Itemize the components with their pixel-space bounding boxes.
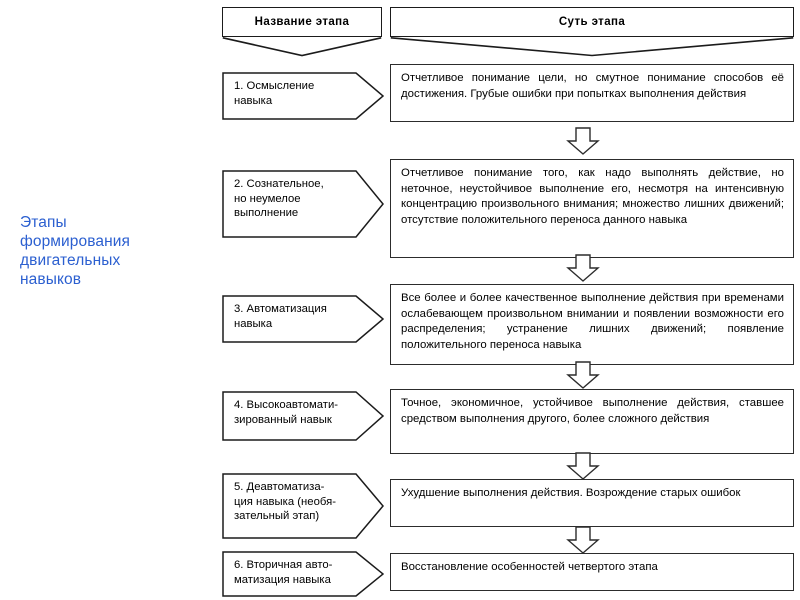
column-header-stage-name: Название этапа <box>222 7 382 37</box>
stage-name-4[interactable]: 4. Высокоавтомати- зированный навык <box>222 391 384 441</box>
column-header-stage-essence-label: Суть этапа <box>558 16 626 28</box>
header-chevron-down-icon-left <box>222 37 382 57</box>
arrow-down-icon-2 <box>566 254 600 282</box>
page-title: Этапы формирования двигательных навыков <box>20 214 131 288</box>
stage-essence-3: Все более и более качественное выполнени… <box>390 284 794 365</box>
stage-name-5[interactable]: 5. Деавтоматиза- ция навыка (необя- зате… <box>222 473 384 539</box>
arrow-down-icon-1 <box>566 127 600 155</box>
stage-name-6-label: 6. Вторичная авто- матизация навыка <box>234 559 333 586</box>
header-chevron-down-icon-right <box>390 37 794 57</box>
stage-essence-2: Отчетливое понимание того, как надо выпо… <box>390 159 794 258</box>
stage-essence-4: Точное, экономичное, устойчивое выполнен… <box>390 389 794 454</box>
stage-essence-1: Отчетливое понимание цели, но смутное по… <box>390 64 794 122</box>
stage-name-6[interactable]: 6. Вторичная авто- матизация навыка <box>222 551 384 597</box>
stage-name-3[interactable]: 3. Автоматизация навыка <box>222 295 384 343</box>
arrow-down-icon-5 <box>566 526 600 554</box>
stage-essence-5: Ухудшение выполнения действия. Возрожден… <box>390 479 794 527</box>
column-header-stage-essence: Суть этапа <box>390 7 794 37</box>
stage-name-5-label: 5. Деавтоматиза- ция навыка (необя- зате… <box>234 481 336 522</box>
stage-name-1-label: 1. Осмысление навыка <box>234 80 315 107</box>
column-header-stage-name-label: Название этапа <box>254 16 350 28</box>
stage-name-3-label: 3. Автоматизация навыка <box>234 303 327 330</box>
stage-name-2[interactable]: 2. Сознательное, но неумелое выполнение <box>222 170 384 238</box>
stage-name-2-label: 2. Сознательное, но неумелое выполнение <box>234 178 324 219</box>
stage-name-1[interactable]: 1. Осмысление навыка <box>222 72 384 120</box>
arrow-down-icon-3 <box>566 361 600 389</box>
arrow-down-icon-4 <box>566 452 600 480</box>
stage-name-4-label: 4. Высокоавтомати- зированный навык <box>234 399 339 426</box>
stage-essence-6: Восстановление особенностей четвертого э… <box>390 553 794 591</box>
